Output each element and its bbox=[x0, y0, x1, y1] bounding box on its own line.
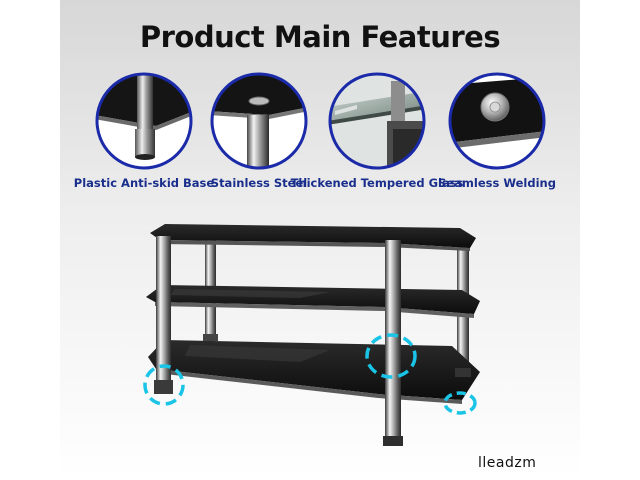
tempered-glass-icon bbox=[328, 72, 426, 170]
stainless-steel-pole-icon bbox=[210, 72, 308, 170]
highlight-stainless-pole bbox=[365, 333, 417, 379]
highlight-rear-base bbox=[443, 391, 477, 415]
feature-label-seamless-welding: Seamless Welding bbox=[438, 176, 556, 190]
feature-seamless-welding bbox=[447, 71, 547, 171]
anti-skid-base-icon bbox=[95, 72, 193, 170]
feature-stainless-steel bbox=[209, 71, 309, 171]
feature-label-tempered-glass: Thickened Tempered Glass bbox=[290, 176, 464, 190]
brand-logo: lleadzm bbox=[478, 455, 537, 471]
highlight-anti-skid-base bbox=[143, 364, 185, 406]
feature-label-stainless-steel: Stainless Steel bbox=[210, 176, 308, 190]
seamless-welding-icon bbox=[448, 72, 546, 170]
feature-label-anti-skid-base: Plastic Anti-skid Base bbox=[73, 176, 215, 190]
page-title: Product Main Features bbox=[139, 20, 501, 54]
feature-tempered-glass bbox=[327, 71, 427, 171]
feature-anti-skid-base bbox=[94, 71, 194, 171]
